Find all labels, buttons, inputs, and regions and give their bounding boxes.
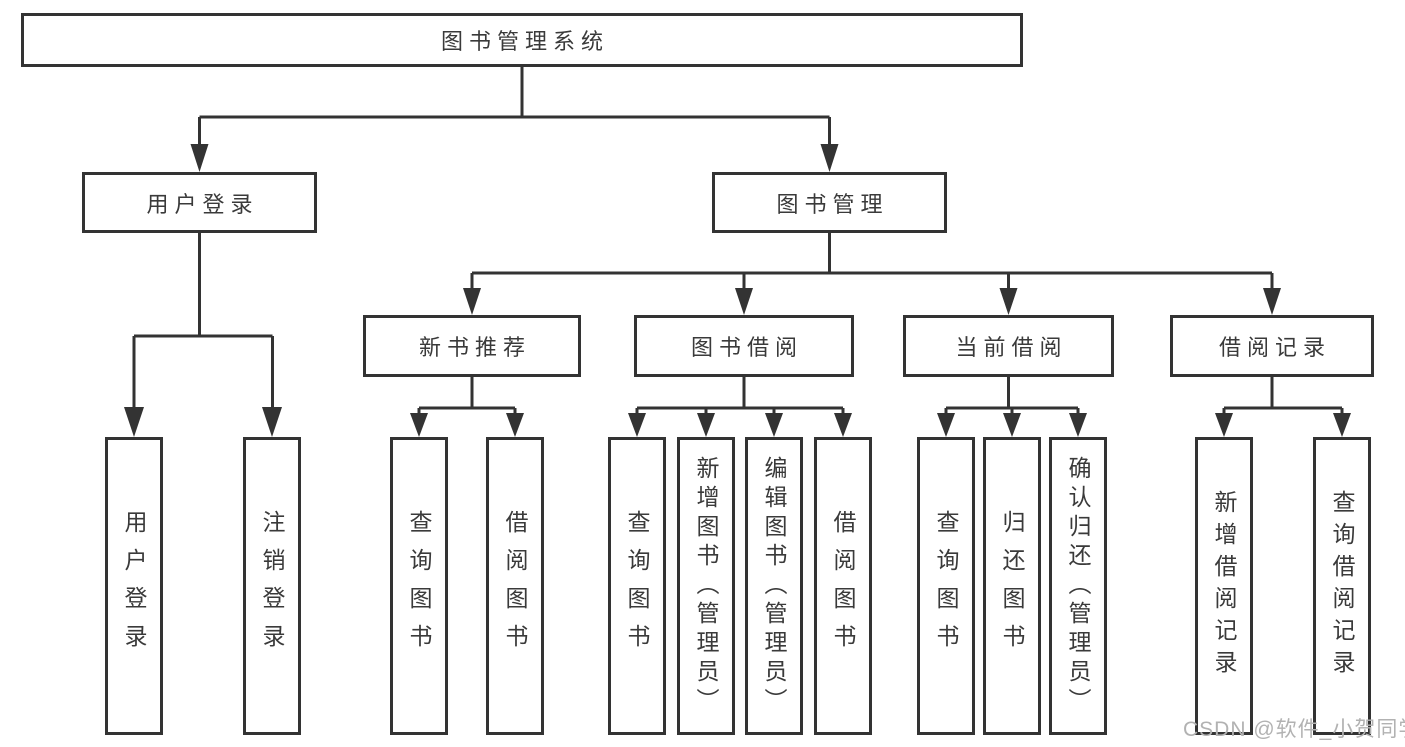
leaf-borrowing-edit-books-admin: 编辑图书（管理员） — [745, 437, 803, 735]
node-root-label: 图书管理系统 — [440, 29, 609, 54]
node-book-borrowing-label: 图书借阅 — [690, 335, 803, 360]
node-borrowing-records-label: 借阅记录 — [1218, 335, 1331, 360]
leaf-borrowing-borrow-books: 借阅图书 — [814, 437, 872, 735]
leaf-records-query-record: 查询借阅记录 — [1313, 437, 1371, 735]
node-root: 图书管理系统 — [21, 13, 1023, 67]
node-borrowing-records: 借阅记录 — [1170, 315, 1374, 377]
node-new-book-recommend-label: 新书推荐 — [418, 335, 531, 360]
leaf-current-confirm-return-admin: 确认归还（管理员） — [1049, 437, 1107, 735]
watermark: CSDN @软件_小贺同学 — [1183, 718, 1405, 741]
node-user-login: 用户登录 — [82, 172, 317, 233]
leaf-current-return-books: 归还图书 — [983, 437, 1041, 735]
leaf-records-add-record: 新增借阅记录 — [1195, 437, 1253, 735]
node-user-login-label: 用户登录 — [146, 191, 259, 217]
node-new-book-recommend: 新书推荐 — [363, 315, 581, 377]
node-book-management: 图书管理 — [712, 172, 947, 233]
connector-segments — [132, 67, 1344, 416]
node-current-borrowing: 当前借阅 — [903, 315, 1114, 377]
leaf-recommend-query-books: 查询图书 — [390, 437, 448, 735]
leaf-logout: 注销登录 — [243, 437, 301, 735]
node-book-management-label: 图书管理 — [776, 191, 889, 217]
node-book-borrowing: 图书借阅 — [634, 315, 854, 377]
leaf-borrowing-add-books-admin: 新增图书（管理员） — [677, 437, 735, 735]
leaf-borrowing-query-books: 查询图书 — [608, 437, 666, 735]
leaf-recommend-borrow-books: 借阅图书 — [486, 437, 544, 735]
leaf-user-login: 用户登录 — [105, 437, 163, 735]
arrowheads — [124, 144, 1351, 437]
leaf-current-query-books: 查询图书 — [917, 437, 975, 735]
node-current-borrowing-label: 当前借阅 — [955, 335, 1068, 360]
